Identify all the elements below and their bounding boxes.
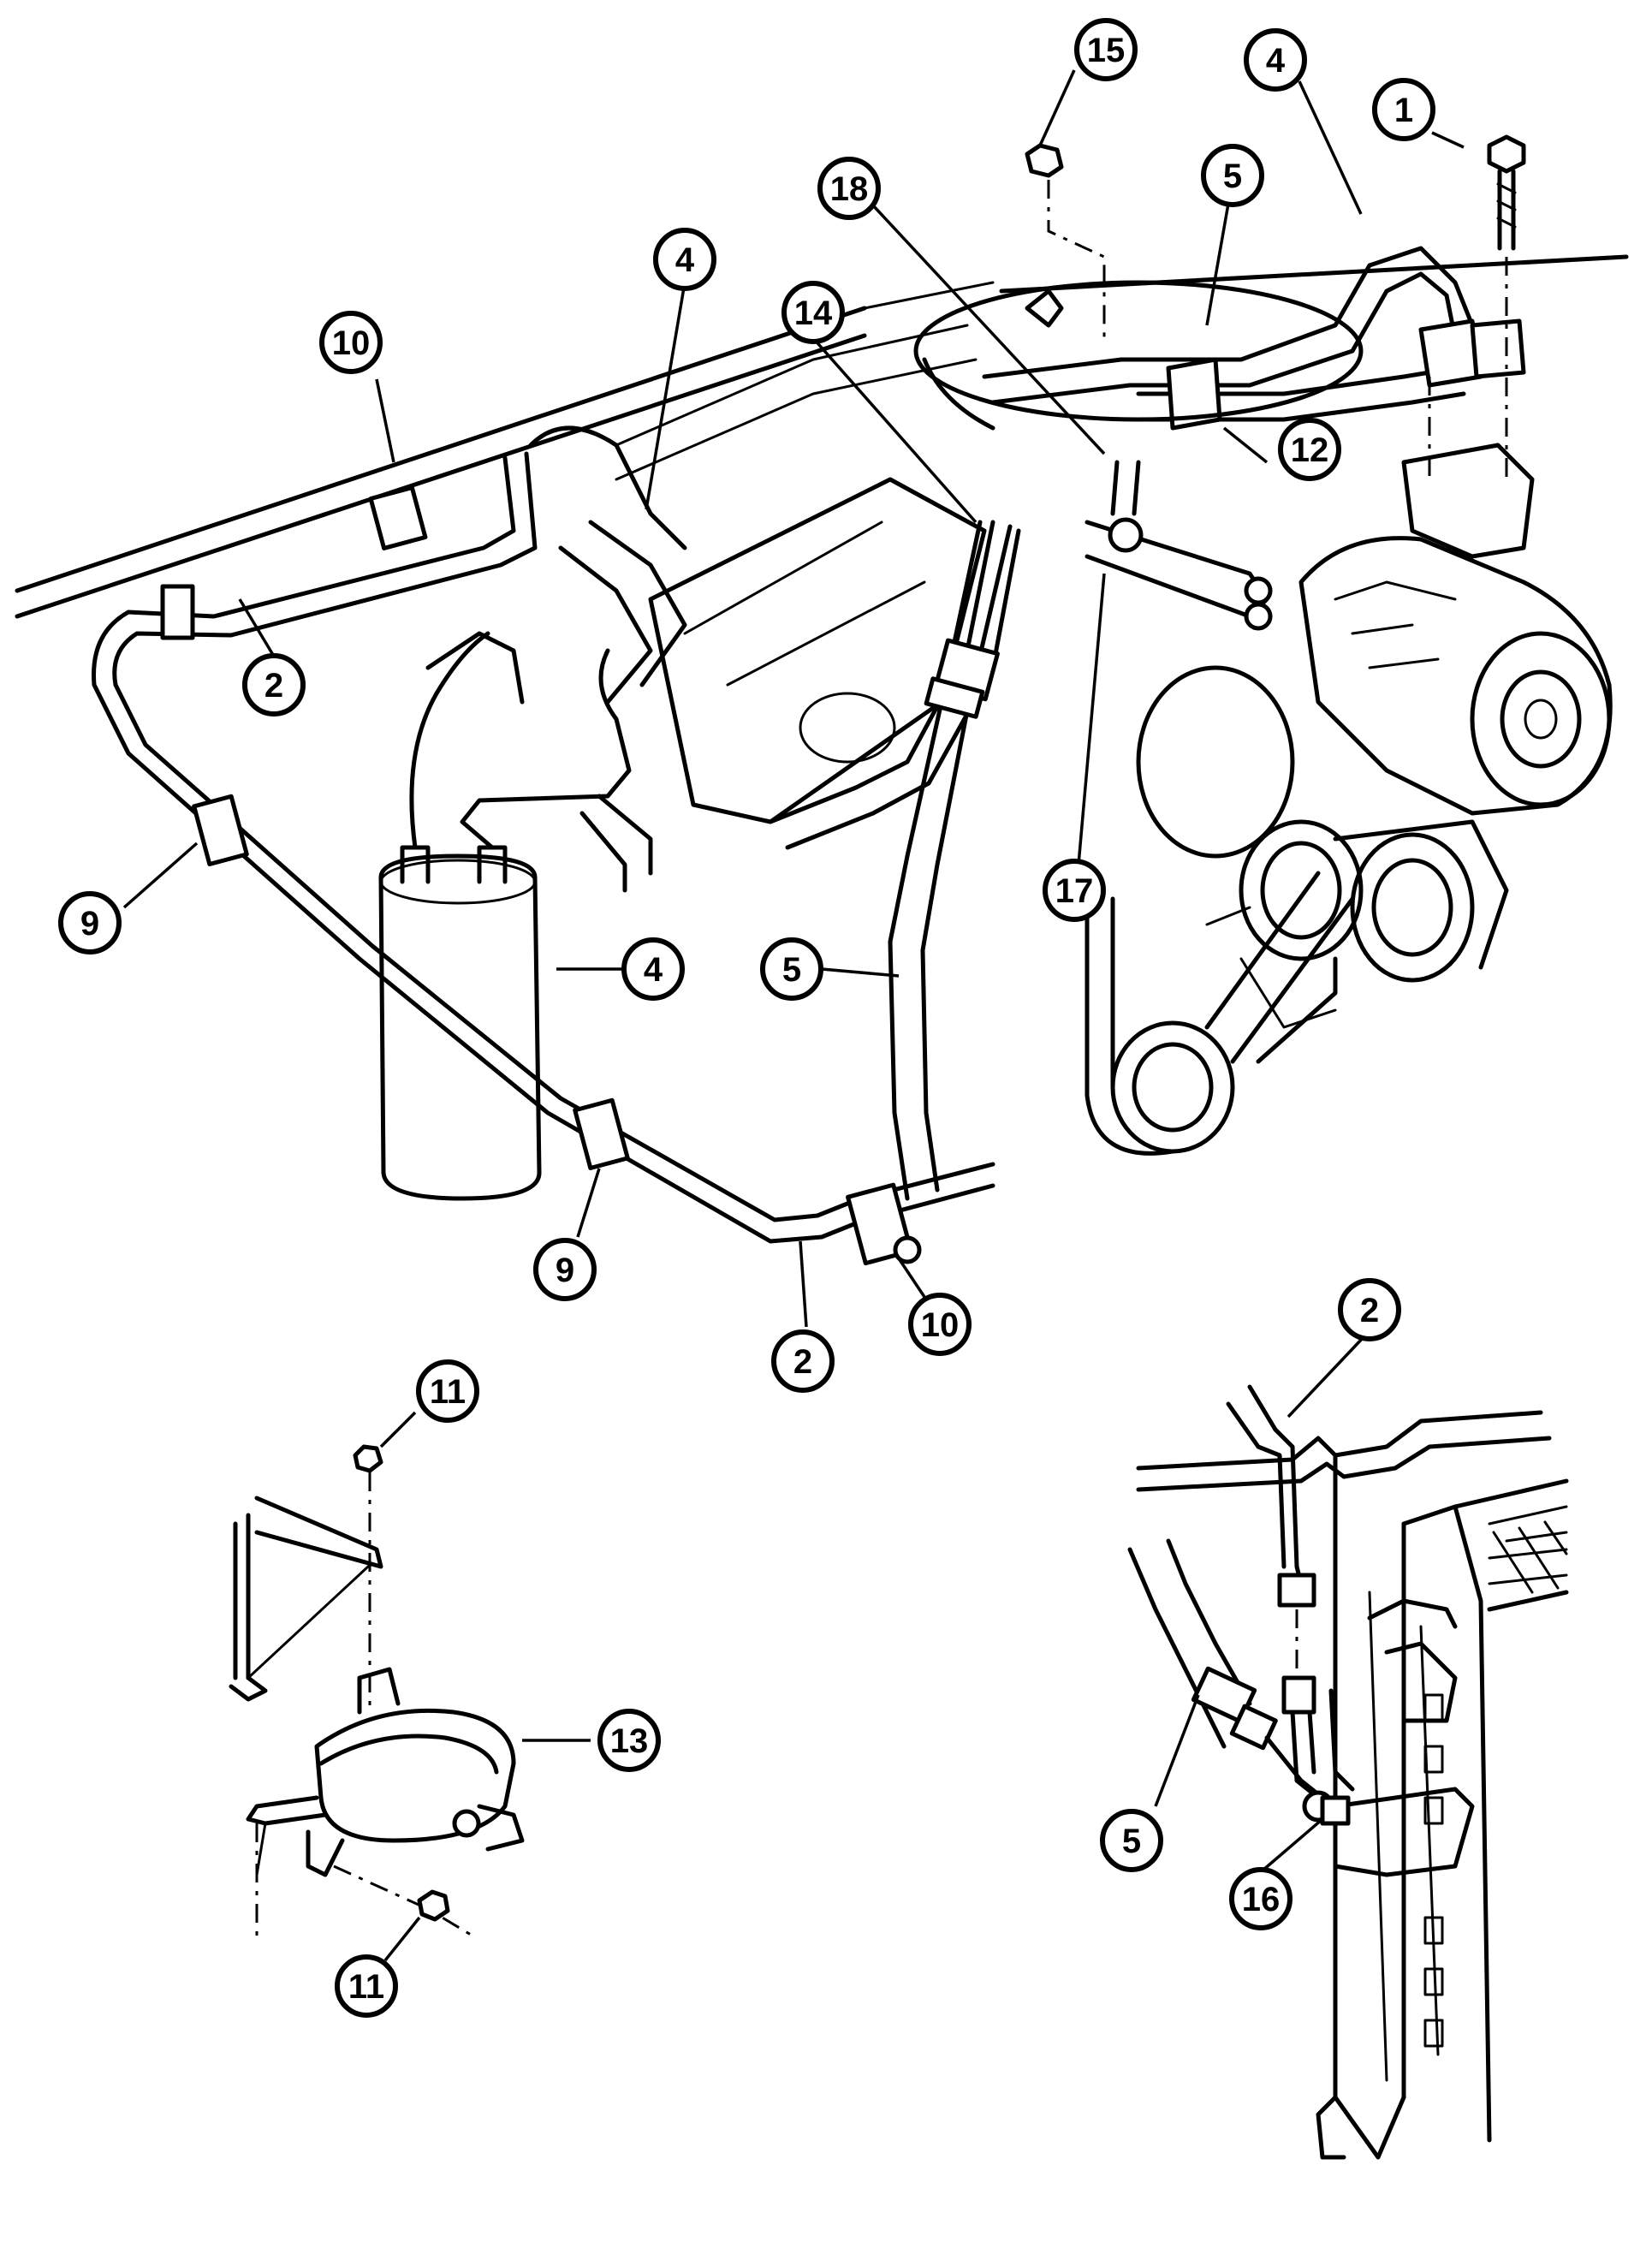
callout-circle (1244, 28, 1307, 92)
callout-c14: 14 (781, 281, 845, 344)
callout-number: 1 (1394, 92, 1413, 129)
callout-number: 5 (782, 951, 801, 989)
frame-rail (15, 281, 995, 619)
callout-c2c: 2 (1338, 1278, 1401, 1341)
callout-number: 2 (1360, 1292, 1379, 1329)
callout-circle (58, 891, 122, 955)
callout-c13: 13 (597, 1709, 661, 1772)
callout-number: 9 (80, 905, 99, 943)
callout-c15: 15 (1074, 18, 1138, 81)
callout-number: 11 (430, 1373, 466, 1411)
air-cleaner-dome (913, 254, 1629, 431)
callout-number: 10 (921, 1306, 960, 1344)
callout-c11a: 11 (416, 1359, 479, 1423)
callout-number: 15 (1087, 32, 1126, 69)
callout-number: 5 (1122, 1823, 1141, 1860)
callout-circle (597, 1709, 661, 1772)
engine-accessories (1084, 443, 1613, 1156)
callout-circle (1074, 18, 1138, 81)
callout-number: 16 (1242, 1881, 1281, 1918)
compressor-hoses (425, 324, 1021, 893)
callout-circle (1043, 859, 1106, 922)
callout-number: 2 (264, 667, 283, 705)
callout-circle (533, 1238, 597, 1301)
callout-c4c: 4 (621, 937, 685, 1001)
callout-number: 12 (1291, 431, 1329, 469)
callout-c9b: 9 (533, 1238, 597, 1301)
callout-number: 13 (610, 1722, 649, 1760)
discharge-hose (888, 520, 1013, 1201)
callout-circle (771, 1329, 835, 1393)
callout-circle (319, 311, 383, 374)
inset-condenser (1127, 1384, 1569, 2160)
callout-number: 5 (1223, 158, 1242, 195)
callout-c1: 1 (1372, 78, 1435, 141)
callout-circle (1201, 144, 1264, 207)
liquid-line-tube (92, 451, 995, 1266)
callout-circle (1100, 1809, 1163, 1872)
callout-number: 4 (644, 951, 663, 989)
callout-circle (1372, 78, 1435, 141)
line-art (15, 134, 1629, 2160)
callout-number: 11 (348, 1968, 384, 2006)
callout-circle (242, 653, 306, 717)
callout-c9a: 9 (58, 891, 122, 955)
callout-number: 17 (1055, 872, 1094, 910)
callout-circle (1338, 1278, 1401, 1341)
inset-drier-bracket (229, 1444, 525, 1943)
callout-number: 2 (793, 1343, 812, 1381)
callout-number: 18 (830, 170, 869, 208)
callout-circle (1229, 1867, 1292, 1930)
callout-c17: 17 (1043, 859, 1106, 922)
callout-circle (653, 228, 716, 291)
suction-tube (982, 246, 1526, 431)
fasteners-top (1025, 134, 1526, 479)
callout-c5c: 5 (1100, 1809, 1163, 1872)
callout-number: 9 (556, 1252, 574, 1289)
callout-circle (908, 1293, 972, 1356)
callout-labels: 15 4 1 18 5 4 14 10 12 2 17 9 4 5 9 10 2 11 2 13 5 16 11 (58, 18, 1435, 2018)
callout-number: 4 (1266, 42, 1286, 80)
callout-c16: 16 (1229, 1867, 1292, 1930)
callout-c2a: 2 (242, 653, 306, 717)
callout-c12: 12 (1278, 418, 1341, 481)
callout-c5a: 5 (1201, 144, 1264, 207)
callout-number: 4 (675, 241, 695, 279)
callout-c2b: 2 (771, 1329, 835, 1393)
callout-c5b: 5 (760, 937, 823, 1001)
callout-circle (335, 1954, 398, 2018)
callout-number: 10 (332, 324, 371, 362)
leader-lines (122, 69, 1465, 1962)
callout-c11b: 11 (335, 1954, 398, 2018)
callout-c10a: 10 (319, 311, 383, 374)
callout-c4a: 4 (1244, 28, 1307, 92)
callout-circle (621, 937, 685, 1001)
callout-circle (416, 1359, 479, 1423)
callout-circle (781, 281, 845, 344)
callout-number: 14 (794, 294, 833, 332)
callout-circle (1278, 418, 1341, 481)
callout-circle (817, 157, 881, 220)
callout-circle (760, 937, 823, 1001)
callout-c10b: 10 (908, 1293, 972, 1356)
callout-c4b: 4 (653, 228, 716, 291)
callout-c18: 18 (817, 157, 881, 220)
